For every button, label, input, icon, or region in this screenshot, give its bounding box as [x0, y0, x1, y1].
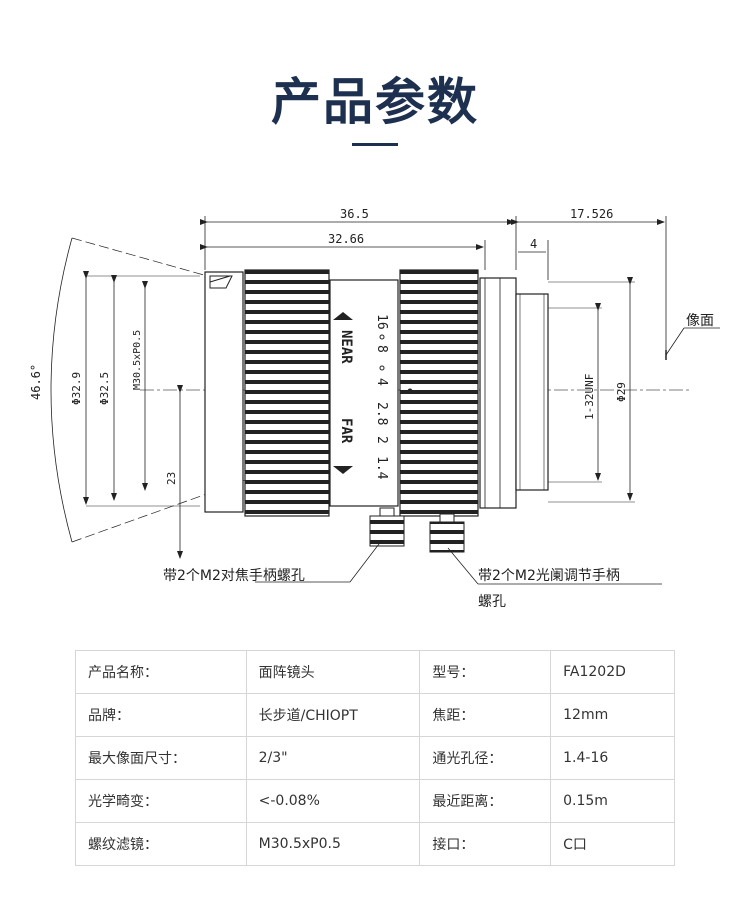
spec-key: 最近距离： — [419, 779, 552, 823]
drawing-svg: 36.5 32.66 17.526 4 46.6° Φ32.9 Φ32.5 M3… — [29, 207, 720, 610]
dim-d-ring: Φ32.5 — [98, 372, 111, 405]
dim-thread: 1-32UNF — [583, 374, 596, 420]
iris-screw — [429, 521, 465, 553]
dim-offset: 23 — [165, 472, 178, 485]
dim-36-5: 36.5 — [340, 207, 369, 221]
far-label: FAR — [338, 418, 354, 444]
spec-value: C口 — [550, 822, 675, 866]
spec-value: M30.5xP0.5 — [245, 822, 421, 866]
spec-value: <-0.08% — [245, 779, 421, 823]
spec-row: 产品名称：面阵镜头型号：FA1202D — [75, 650, 675, 694]
rear-housing — [479, 277, 517, 509]
dim-d-back: Φ29 — [615, 382, 628, 402]
aperture-4: 4 — [374, 378, 389, 386]
dim-32-66: 32.66 — [328, 232, 364, 246]
dim-filter: M30.5xP0.5 — [132, 330, 143, 390]
spec-key: 通光孔径： — [419, 736, 552, 780]
spec-key: 型号： — [419, 650, 552, 694]
spec-row: 光学畸变：<-0.08%最近距离：0.15m — [75, 779, 675, 823]
front-cap — [204, 271, 244, 513]
lens-technical-drawing: 36.5 32.66 17.526 4 46.6° Φ32.9 Φ32.5 M3… — [0, 190, 750, 620]
spec-key: 最大像面尺寸： — [75, 736, 247, 780]
spec-key: 螺纹滤镜： — [75, 822, 247, 866]
spec-value: 0.15m — [550, 779, 675, 823]
dim-17-526: 17.526 — [570, 207, 613, 221]
spec-row: 最大像面尺寸：2/3"通光孔径：1.4-16 — [75, 736, 675, 780]
near-label: NEAR — [338, 330, 354, 364]
iris-ring — [399, 269, 479, 517]
spec-key: 焦距： — [419, 693, 552, 737]
aperture-2-8: 2.8 — [374, 402, 389, 425]
field-angle-arc — [50, 237, 73, 543]
dim-angle: 46.6° — [29, 364, 43, 400]
spec-key: 光学畸变： — [75, 779, 247, 823]
focus-ring — [244, 269, 330, 517]
note-focus-screw: 带2个M2对焦手柄螺孔 — [163, 568, 305, 584]
note-iris-screw-line2: 螺孔 — [478, 594, 506, 610]
spec-value: 长步道/CHIOPT — [245, 693, 421, 737]
spec-value: FA1202D — [550, 650, 675, 694]
spec-key: 产品名称： — [75, 650, 247, 694]
spec-value: 2/3" — [245, 736, 421, 780]
dim-d-front: Φ32.9 — [70, 372, 83, 405]
aperture-2: 2 — [374, 436, 389, 444]
near-arrow-icon — [333, 312, 353, 320]
title-underline — [352, 143, 398, 146]
aperture-8: 8 — [374, 345, 389, 353]
page-title: 产品参数 — [271, 73, 479, 131]
note-iris-screw-line1: 带2个M2光阑调节手柄 — [478, 568, 620, 584]
aperture-16: 16 — [374, 314, 389, 330]
spec-value: 12mm — [550, 693, 675, 737]
spec-value: 1.4-16 — [550, 736, 675, 780]
spec-value: 面阵镜头 — [245, 650, 421, 694]
spec-key: 接口： — [419, 822, 552, 866]
dim-4: 4 — [530, 237, 537, 251]
image-plane-label: 像面 — [686, 313, 714, 329]
focus-screw — [369, 515, 405, 547]
spec-key: 品牌： — [75, 693, 247, 737]
far-arrow-icon — [333, 466, 353, 474]
aperture-1-4: 1.4 — [374, 456, 389, 480]
c-mount — [515, 293, 549, 491]
